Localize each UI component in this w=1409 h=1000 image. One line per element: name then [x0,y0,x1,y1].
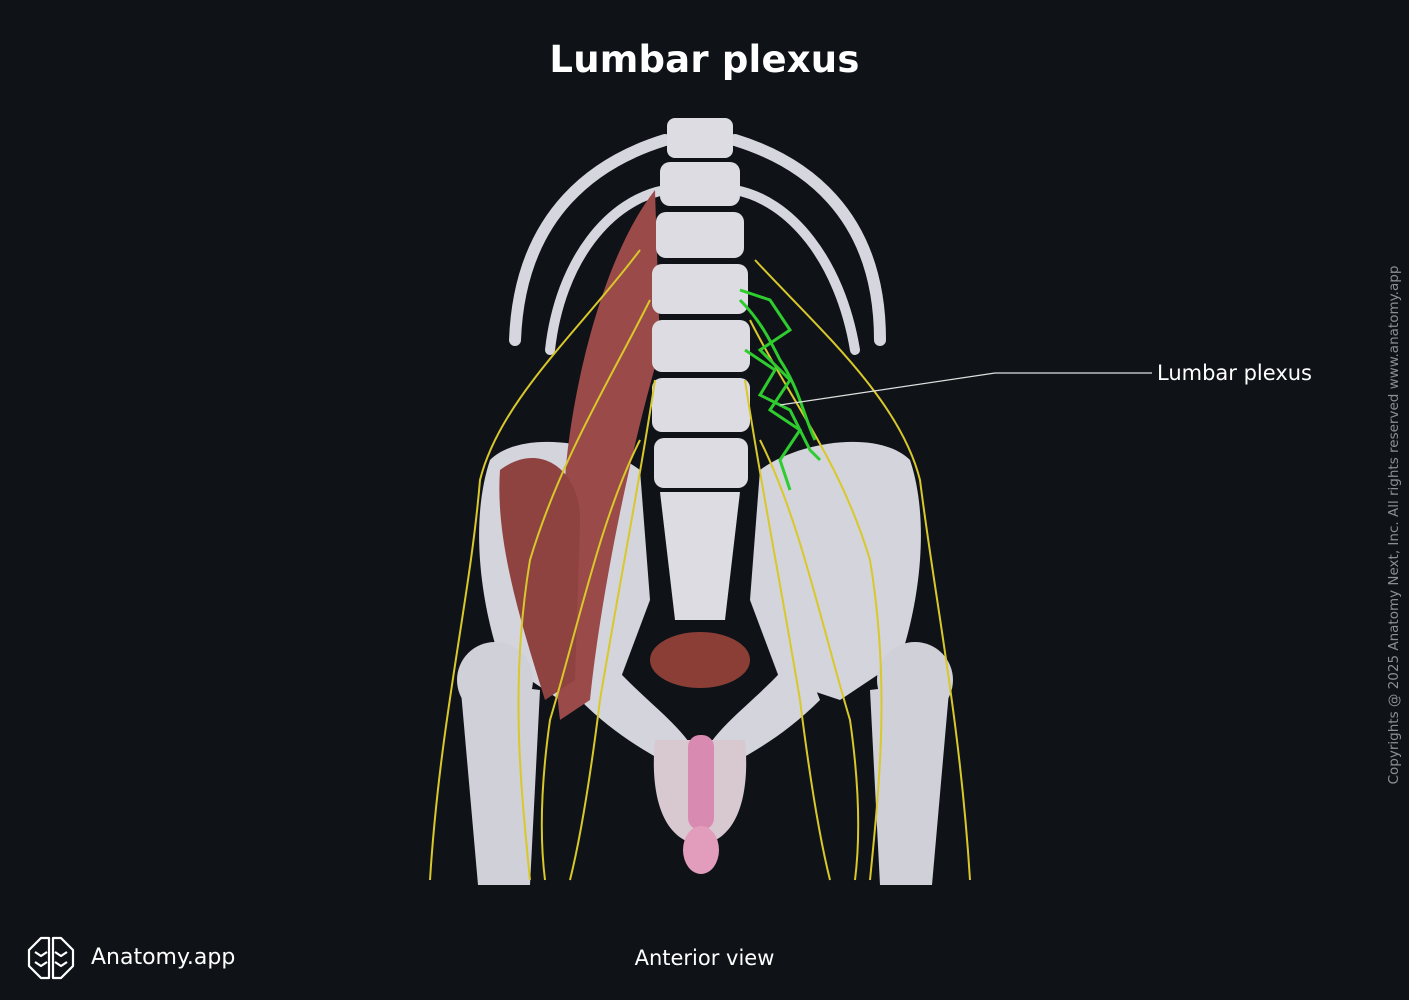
brand-name: Anatomy.app [91,945,236,970]
femurs [457,642,953,885]
view-caption: Anterior view [634,946,775,970]
copyright-text: Copyrights @ 2025 Anatomy Next, Inc. All… [1386,265,1402,785]
vertebral-column [652,118,750,620]
ribs [509,134,886,355]
leader-line [779,372,996,406]
penis [688,735,714,830]
brain-icon [27,936,75,980]
iliacus-muscle [499,458,580,700]
page-title: Lumbar plexus [549,38,860,81]
label-lumbar-plexus: Lumbar plexus [1157,361,1312,385]
nerves [429,249,971,881]
psoas-muscle [554,190,660,720]
lumbar-plexus-highlight [738,288,822,491]
bladder [650,632,750,688]
